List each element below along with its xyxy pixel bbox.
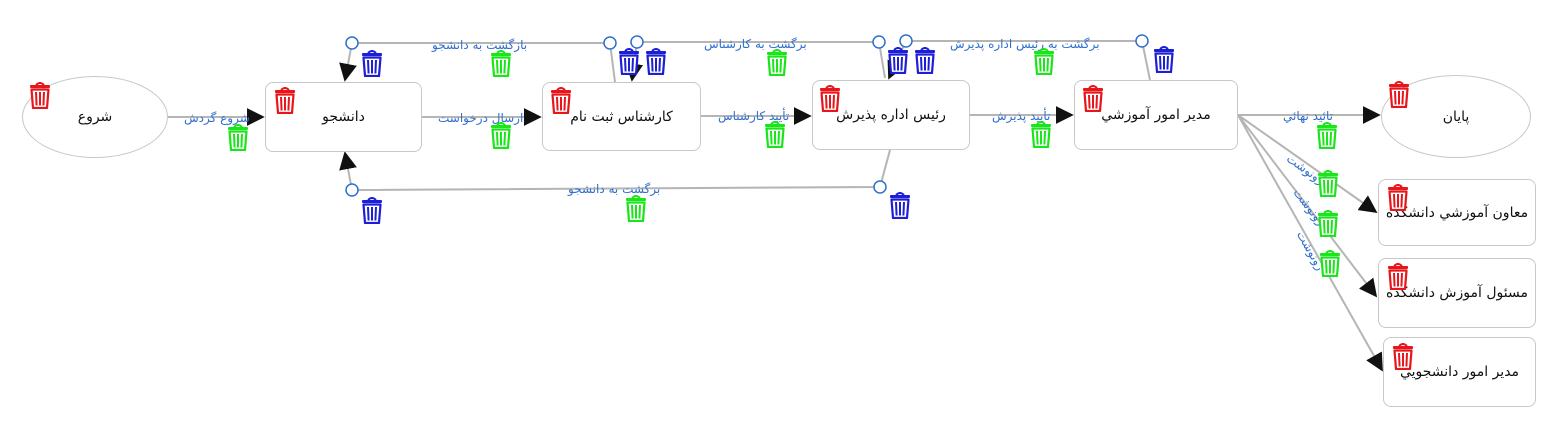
bend-handle[interactable] [630,35,644,49]
trash-icon[interactable] [819,85,841,112]
edge-label-send-request[interactable]: ارسال درخواست [438,111,524,125]
bend-handle[interactable] [345,183,359,197]
trash-icon[interactable] [618,48,640,75]
trash-icon[interactable] [1392,343,1414,370]
edge-label-start-flow[interactable]: شروع گردش [184,111,250,125]
node-registrar-label: کارشناس ثبت نام [570,108,673,125]
edge-label-registrar-approve[interactable]: تأييد كارشناس [718,109,790,123]
trash-icon[interactable] [1082,85,1104,112]
trash-icon[interactable] [29,82,51,109]
trash-icon[interactable] [1317,170,1339,197]
trash-icon[interactable] [490,50,512,77]
trash-icon[interactable] [227,124,249,151]
trash-icon[interactable] [361,197,383,224]
trash-icon[interactable] [889,192,911,219]
bend-handle[interactable] [603,36,617,50]
edge-label-return-to-student-top[interactable]: بازگشت به دانشجو [432,38,528,52]
bend-handle[interactable] [345,36,359,50]
node-start-label: شروع [77,109,113,125]
trash-icon[interactable] [1317,210,1339,237]
trash-icon[interactable] [1316,122,1338,149]
bend-handle[interactable] [1135,34,1149,48]
trash-icon[interactable] [1387,263,1409,290]
edge-cc2-line[interactable] [1237,114,1378,298]
trash-icon[interactable] [887,47,909,74]
edge-return-to-student-top-line[interactable] [339,42,616,83]
node-edu-manager-label: مدير امور آموزشي [1101,107,1211,123]
trash-icon[interactable] [914,47,936,74]
trash-icon[interactable] [1033,48,1055,75]
bend-handle[interactable] [899,34,913,48]
trash-icon[interactable] [625,195,647,222]
edge-label-return-to-admission-head[interactable]: برگشت به رئيس اداره پذيرش [950,37,1100,51]
trash-icon[interactable] [1030,121,1052,148]
edge-return-to-student-bottom-line[interactable] [339,149,891,192]
edge-label-admission-approve[interactable]: تأييد پذيرش [992,109,1051,123]
trash-icon[interactable] [764,121,786,148]
bend-handle[interactable] [872,35,886,49]
trash-icon[interactable] [361,50,383,77]
edge-label-return-to-student-bottom[interactable]: برگشت به دانشجو [568,182,661,196]
edge-cc3-line[interactable] [1237,114,1383,372]
trash-icon[interactable] [1387,184,1409,211]
trash-icon[interactable] [1319,250,1341,277]
edge-cc1-line[interactable] [1237,114,1378,214]
node-student-label: دانشجو [322,109,365,125]
trash-icon[interactable] [645,48,667,75]
trash-icon[interactable] [274,87,296,114]
node-student-affairs-label: مدير امور دانشجويي [1399,364,1520,380]
edge-label-return-to-registrar[interactable]: برگشت به کارشناس [704,37,807,51]
node-end-label: پايان [1442,108,1470,125]
node-admission-head-label: رئيس اداره پذيرش [836,107,946,123]
bend-handle[interactable] [873,180,887,194]
trash-icon[interactable] [766,49,788,76]
edge-label-final-approve[interactable]: تائيد نهائي [1283,109,1333,123]
trash-icon[interactable] [1388,81,1410,108]
trash-icon[interactable] [550,87,572,114]
trash-icon[interactable] [1153,46,1175,73]
trash-icon[interactable] [490,122,512,149]
